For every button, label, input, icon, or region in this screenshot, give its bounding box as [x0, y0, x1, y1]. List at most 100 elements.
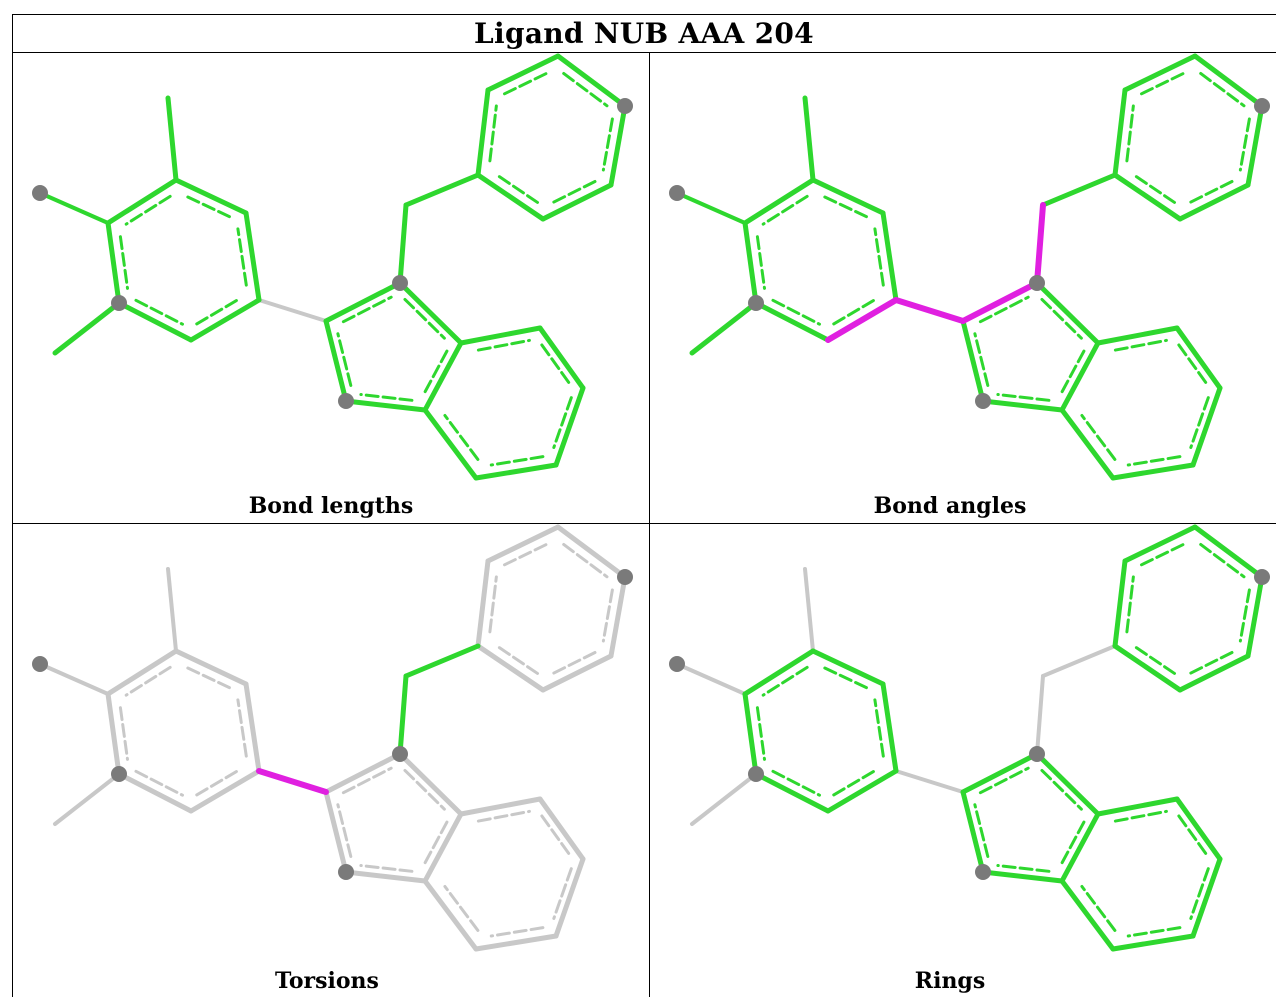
green-aromatic-bond	[341, 295, 393, 324]
grey-ring-bond	[537, 796, 586, 862]
green-ring-bond	[1110, 933, 1196, 952]
grey-ring-bond	[323, 751, 403, 795]
green-aromatic-bond	[771, 298, 821, 326]
green-ring-bond	[1112, 172, 1183, 222]
molecule-torsions	[32, 524, 633, 952]
green-aromatic-bond	[403, 297, 446, 340]
green-ring-bond	[980, 869, 1065, 884]
green-ring-bond	[1059, 878, 1116, 952]
green-aromatic-bond	[1126, 926, 1182, 938]
green-ring-bond	[422, 407, 479, 481]
table-border-left	[12, 14, 13, 997]
green-aromatic-bond	[973, 332, 990, 387]
substituent-bond	[690, 772, 758, 826]
green-ring-bond	[742, 177, 816, 226]
green-aromatic-bond	[1080, 884, 1117, 932]
grey-ring-bond	[105, 648, 179, 697]
torsion-bond	[403, 643, 481, 679]
green-ring-bond	[1059, 407, 1116, 481]
green-ring-bond	[742, 648, 816, 697]
substituent-bond	[675, 662, 747, 696]
green-aromatic-bond	[359, 393, 414, 402]
green-ring-bond	[1245, 574, 1265, 659]
green-aromatic-bond	[771, 769, 821, 797]
green-ring-bond	[1177, 182, 1251, 222]
green-aromatic-bond	[1177, 343, 1209, 386]
green-aromatic-bond	[1059, 820, 1086, 867]
green-aromatic-bond	[443, 413, 480, 461]
green-ring-bond	[116, 300, 194, 343]
green-aromatic-bond	[1131, 643, 1176, 675]
green-aromatic-bond	[182, 193, 231, 219]
grey-aromatic-bond	[476, 809, 531, 823]
green-ring-bond	[243, 210, 262, 303]
green-aromatic-bond	[1140, 70, 1189, 96]
green-aromatic-bond	[1059, 349, 1086, 396]
green-ring-bond	[422, 340, 464, 413]
green-ring-bond	[473, 462, 559, 481]
green-aromatic-bond	[978, 766, 1030, 795]
green-aromatic-bond	[1113, 809, 1168, 823]
outlier-torsion-bond	[256, 768, 329, 795]
table-border-title-bottom	[12, 52, 1276, 53]
substituent-bond	[166, 567, 178, 653]
grey-aromatic-bond	[540, 814, 572, 857]
green-ring-bond	[1059, 811, 1101, 884]
outlier-bond	[960, 280, 1040, 324]
green-ring-bond	[553, 385, 586, 468]
grey-aromatic-bond	[341, 766, 393, 795]
green-aromatic-bond	[1199, 542, 1246, 579]
table-border-middle	[12, 523, 1276, 524]
substituent-bond	[802, 95, 816, 183]
green-ring-bond	[1095, 325, 1180, 346]
green-ring-bond	[1177, 653, 1251, 693]
linker-bond	[1035, 674, 1045, 756]
link-bond	[894, 769, 965, 794]
green-aromatic-bond	[761, 194, 809, 226]
green-ring-bond	[540, 182, 614, 222]
outlier-bond	[893, 297, 966, 324]
green-aromatic-bond	[978, 295, 1030, 324]
grey-ring-bond	[105, 691, 122, 777]
atom-marker	[617, 569, 633, 585]
atom-marker	[1029, 746, 1045, 762]
linker-bond	[403, 172, 481, 208]
panel-bond-angles: Bond angles	[650, 53, 1276, 523]
green-ring-bond	[742, 691, 759, 777]
grey-aromatic-bond	[494, 643, 539, 675]
atom-marker	[32, 185, 48, 201]
green-aromatic-bond	[336, 332, 353, 387]
green-ring-bond	[458, 325, 543, 346]
green-ring-bond	[880, 681, 899, 774]
grey-ring-bond	[475, 643, 546, 693]
green-ring-bond	[173, 177, 249, 216]
green-aromatic-bond	[562, 71, 609, 108]
grey-ring-bond	[343, 869, 428, 884]
green-ring-bond	[810, 177, 886, 216]
green-ring-bond	[105, 177, 179, 226]
grey-ring-bond	[473, 933, 559, 952]
green-ring-bond	[1122, 53, 1198, 93]
green-aromatic-bond	[236, 227, 248, 287]
atom-marker	[338, 393, 354, 409]
grey-aromatic-bond	[236, 698, 248, 758]
green-ring-bond	[485, 53, 561, 93]
grey-ring-bond	[475, 558, 491, 649]
green-ring-bond	[1112, 643, 1183, 693]
grey-aromatic-bond	[489, 926, 545, 938]
grey-aromatic-bond	[601, 588, 614, 643]
green-aromatic-bond	[1131, 172, 1176, 204]
atom-marker	[1254, 569, 1270, 585]
green-aromatic-bond	[873, 227, 885, 287]
substituent-bond	[675, 191, 747, 225]
grey-ring-bond	[422, 878, 479, 952]
grey-ring-bond	[458, 796, 543, 817]
grey-ring-bond	[116, 771, 194, 814]
green-aromatic-bond	[601, 117, 614, 172]
substituent-bond	[38, 191, 110, 225]
green-aromatic-bond	[755, 235, 767, 290]
molecule-rings	[669, 524, 1270, 952]
table-border-center	[649, 52, 650, 997]
green-aromatic-bond	[996, 393, 1051, 402]
green-aromatic-bond	[1125, 104, 1135, 163]
